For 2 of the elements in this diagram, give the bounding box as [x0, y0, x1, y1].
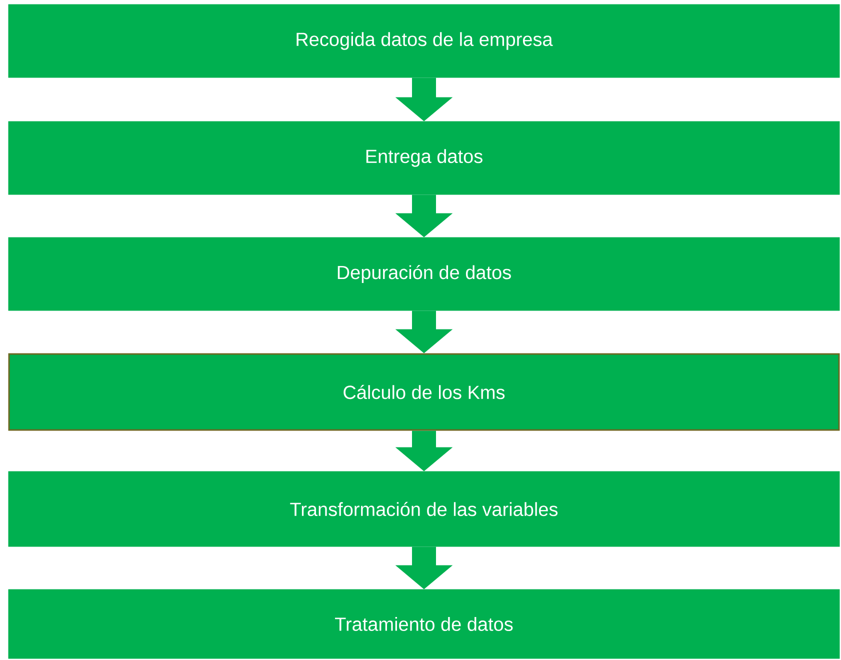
process-box: Tratamiento de datos — [8, 589, 840, 659]
process-box: Recogida datos de la empresa — [8, 4, 840, 78]
